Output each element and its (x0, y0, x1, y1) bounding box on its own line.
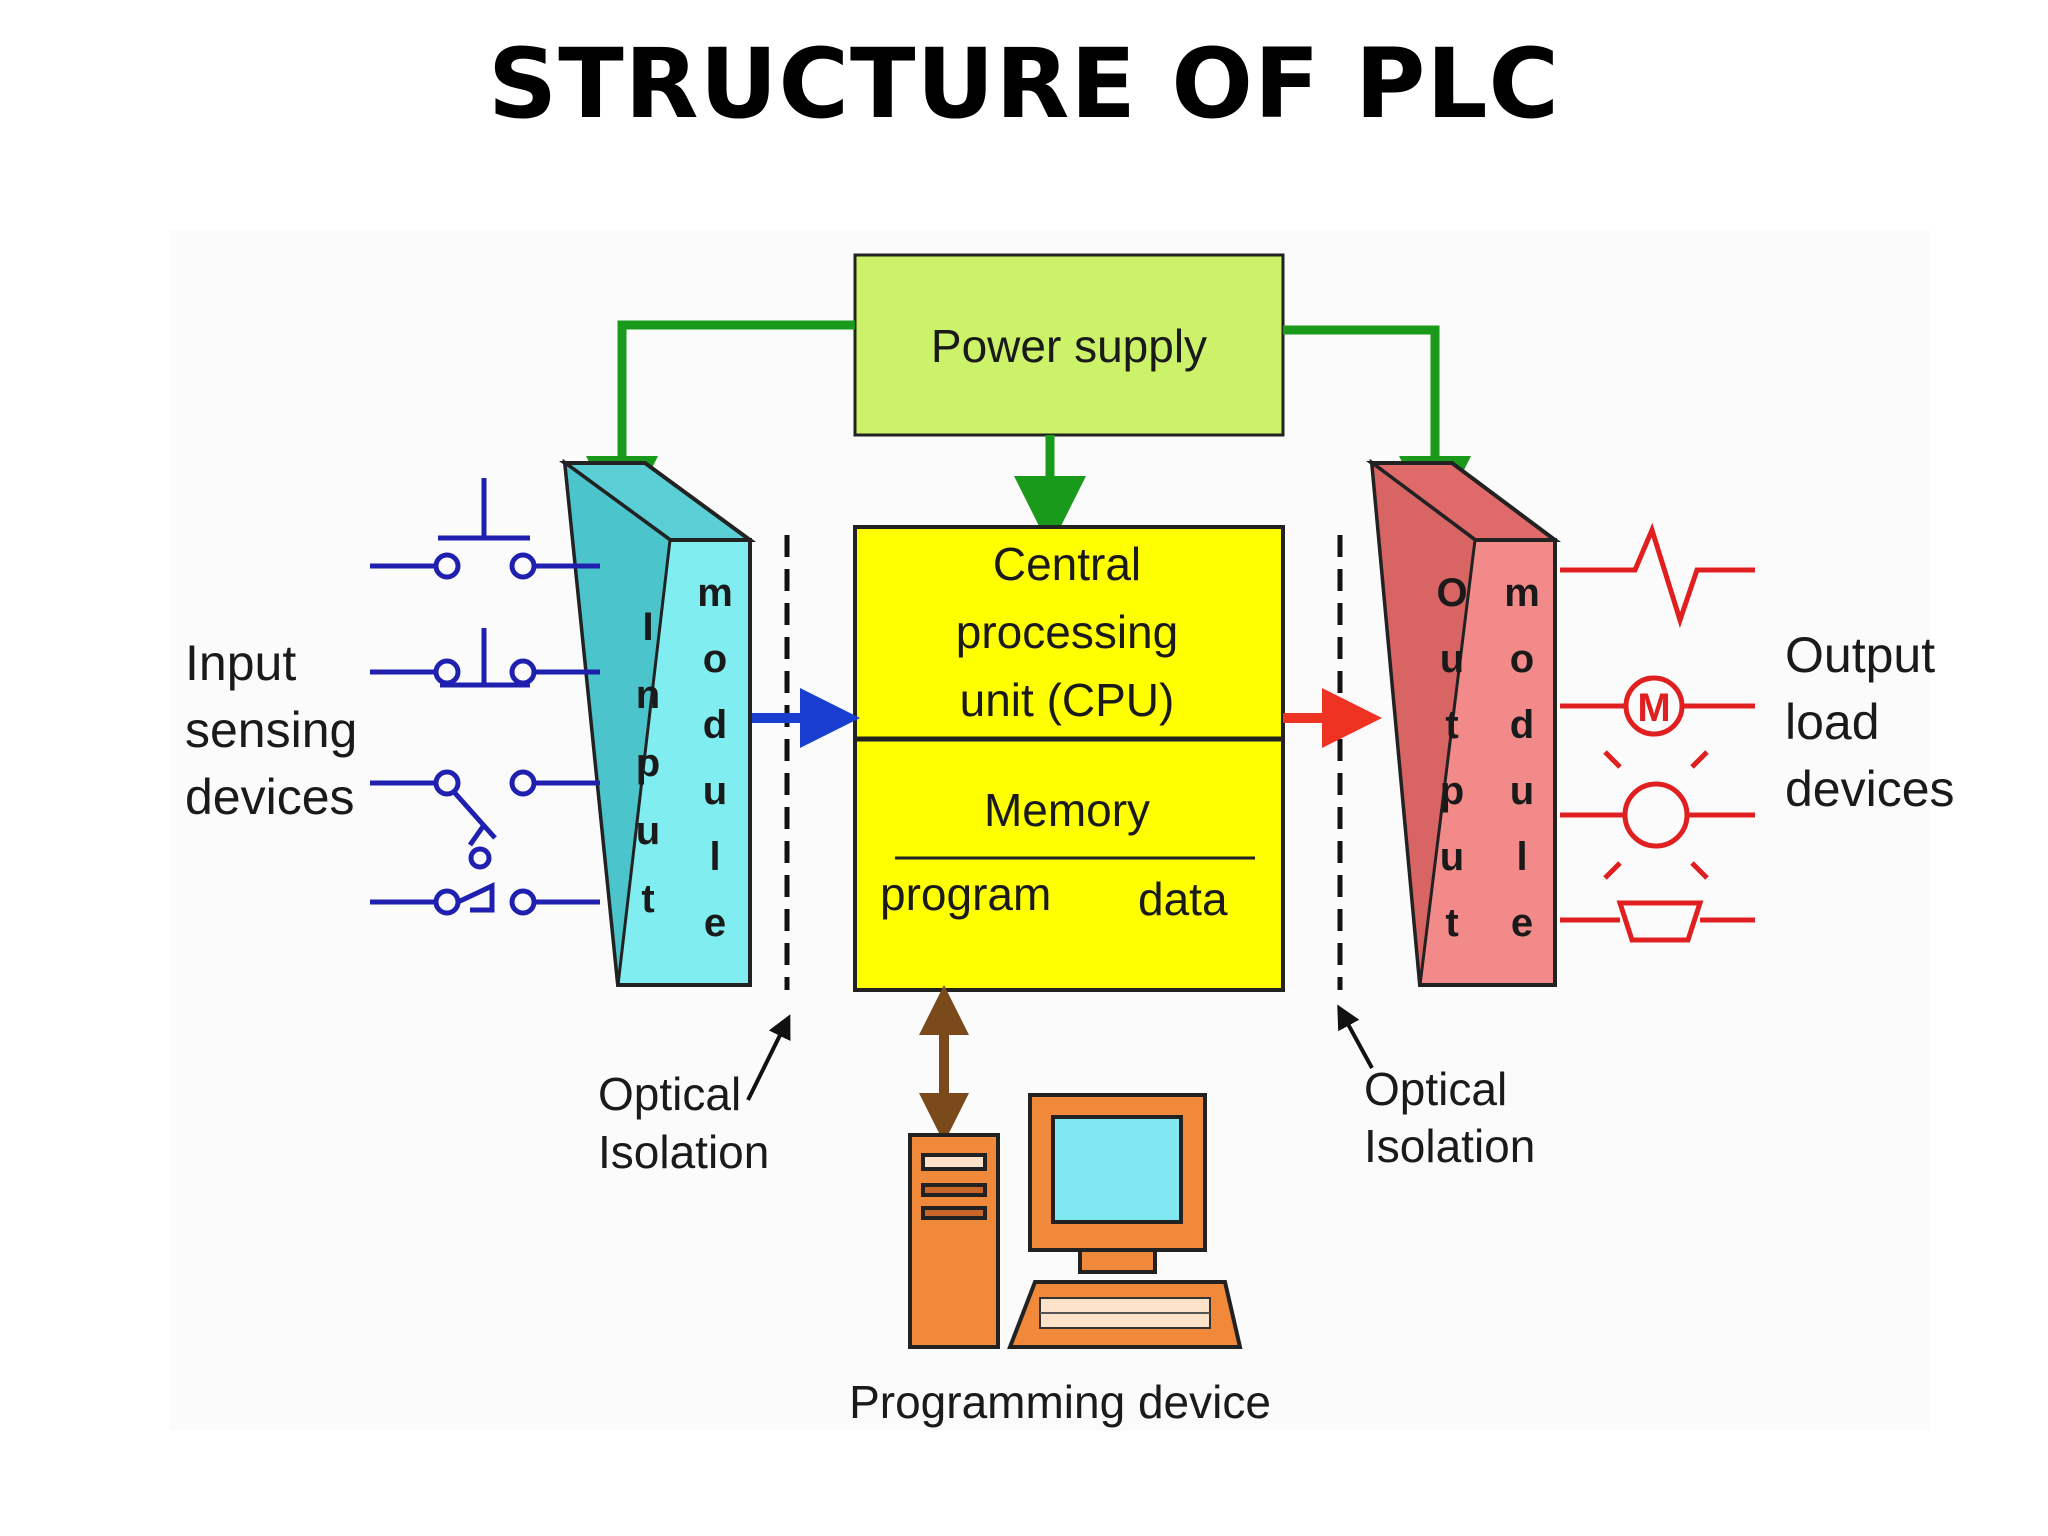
input-letter-1: I (642, 605, 653, 649)
cpu-label-line3: unit (CPU) (960, 674, 1175, 726)
input-module-letter-4: u (703, 769, 727, 813)
input-letter-3: p (636, 741, 660, 785)
input-module: I n p u t m o d u l e (558, 458, 757, 987)
optical-isolation-left-label-line2: Isolation (598, 1126, 769, 1178)
output-letter-3: t (1445, 703, 1458, 747)
input-letter-2: n (636, 673, 660, 717)
power-supply-block: Power supply (853, 253, 1285, 437)
output-letter-2: u (1440, 637, 1464, 681)
optical-isolation-right-pointer (1337, 1004, 1374, 1069)
output-module-letter-4: u (1510, 769, 1534, 813)
output-module-letter-6: e (1511, 901, 1533, 945)
power-line-to-input (586, 320, 855, 528)
input-module-letter-1: m (697, 571, 733, 615)
output-module: O u t p u t m o d u l e (1365, 458, 1562, 987)
motor-icon (1560, 675, 1755, 737)
input-module-letter-2: o (703, 637, 727, 681)
limit-switch-icon (370, 769, 600, 870)
input-devices-label-line2: sensing (185, 702, 357, 758)
input-devices-label-line1: Input (185, 635, 296, 691)
output-devices-label-line3: devices (1785, 761, 1955, 817)
power-line-to-output (1283, 325, 1471, 528)
programming-device-icon (908, 1093, 1243, 1349)
cpu-label-line2: processing (956, 606, 1178, 658)
horn-icon (1560, 900, 1755, 943)
optical-isolation-right-label-line1: Optical (1364, 1063, 1507, 1115)
heater-icon (1560, 522, 1755, 629)
optical-isolation-right-label-line2: Isolation (1364, 1120, 1535, 1172)
float-switch-icon (370, 882, 600, 916)
push-button-no-icon (370, 478, 600, 580)
memory-data-label: data (1138, 873, 1228, 925)
power-supply-label: Power supply (931, 320, 1207, 372)
memory-label: Memory (984, 784, 1150, 836)
output-letter-5: u (1440, 835, 1464, 879)
input-module-letter-6: e (704, 901, 726, 945)
push-button-nc-icon (370, 628, 600, 688)
output-letter-4: p (1440, 769, 1464, 813)
output-module-letter-2: o (1510, 637, 1534, 681)
cpu-block: Central processing unit (CPU) Memory pro… (853, 525, 1285, 992)
input-letter-4: u (636, 809, 660, 853)
cpu-label-line1: Central (993, 538, 1141, 590)
memory-program-label: program (880, 868, 1051, 920)
slide-title: STRUCTURE OF PLC (488, 28, 1560, 140)
output-module-letter-5: l (1516, 835, 1527, 879)
output-module-letter-3: d (1510, 703, 1534, 747)
programming-device-label: Programming device (849, 1376, 1271, 1428)
motor-symbol-label: M (1637, 686, 1670, 730)
output-devices-label-line2: load (1785, 694, 1880, 750)
input-letter-5: t (641, 877, 654, 921)
power-lines (586, 320, 1471, 548)
input-devices-label-line3: devices (185, 769, 355, 825)
output-module-letter-1: m (1504, 571, 1540, 615)
optical-isolation-left-label-line1: Optical (598, 1068, 741, 1120)
output-letter-1: O (1436, 571, 1467, 615)
output-letter-6: t (1445, 901, 1458, 945)
optical-isolation-left-pointer (746, 1014, 791, 1101)
pc-screen (1051, 1115, 1183, 1224)
output-load-devices (1560, 522, 1755, 943)
input-module-letter-3: d (703, 703, 727, 747)
output-devices-label-line1: Output (1785, 627, 1935, 683)
input-sensing-devices (370, 478, 600, 916)
lamp-icon (1560, 750, 1755, 880)
input-module-letter-5: l (709, 835, 720, 879)
